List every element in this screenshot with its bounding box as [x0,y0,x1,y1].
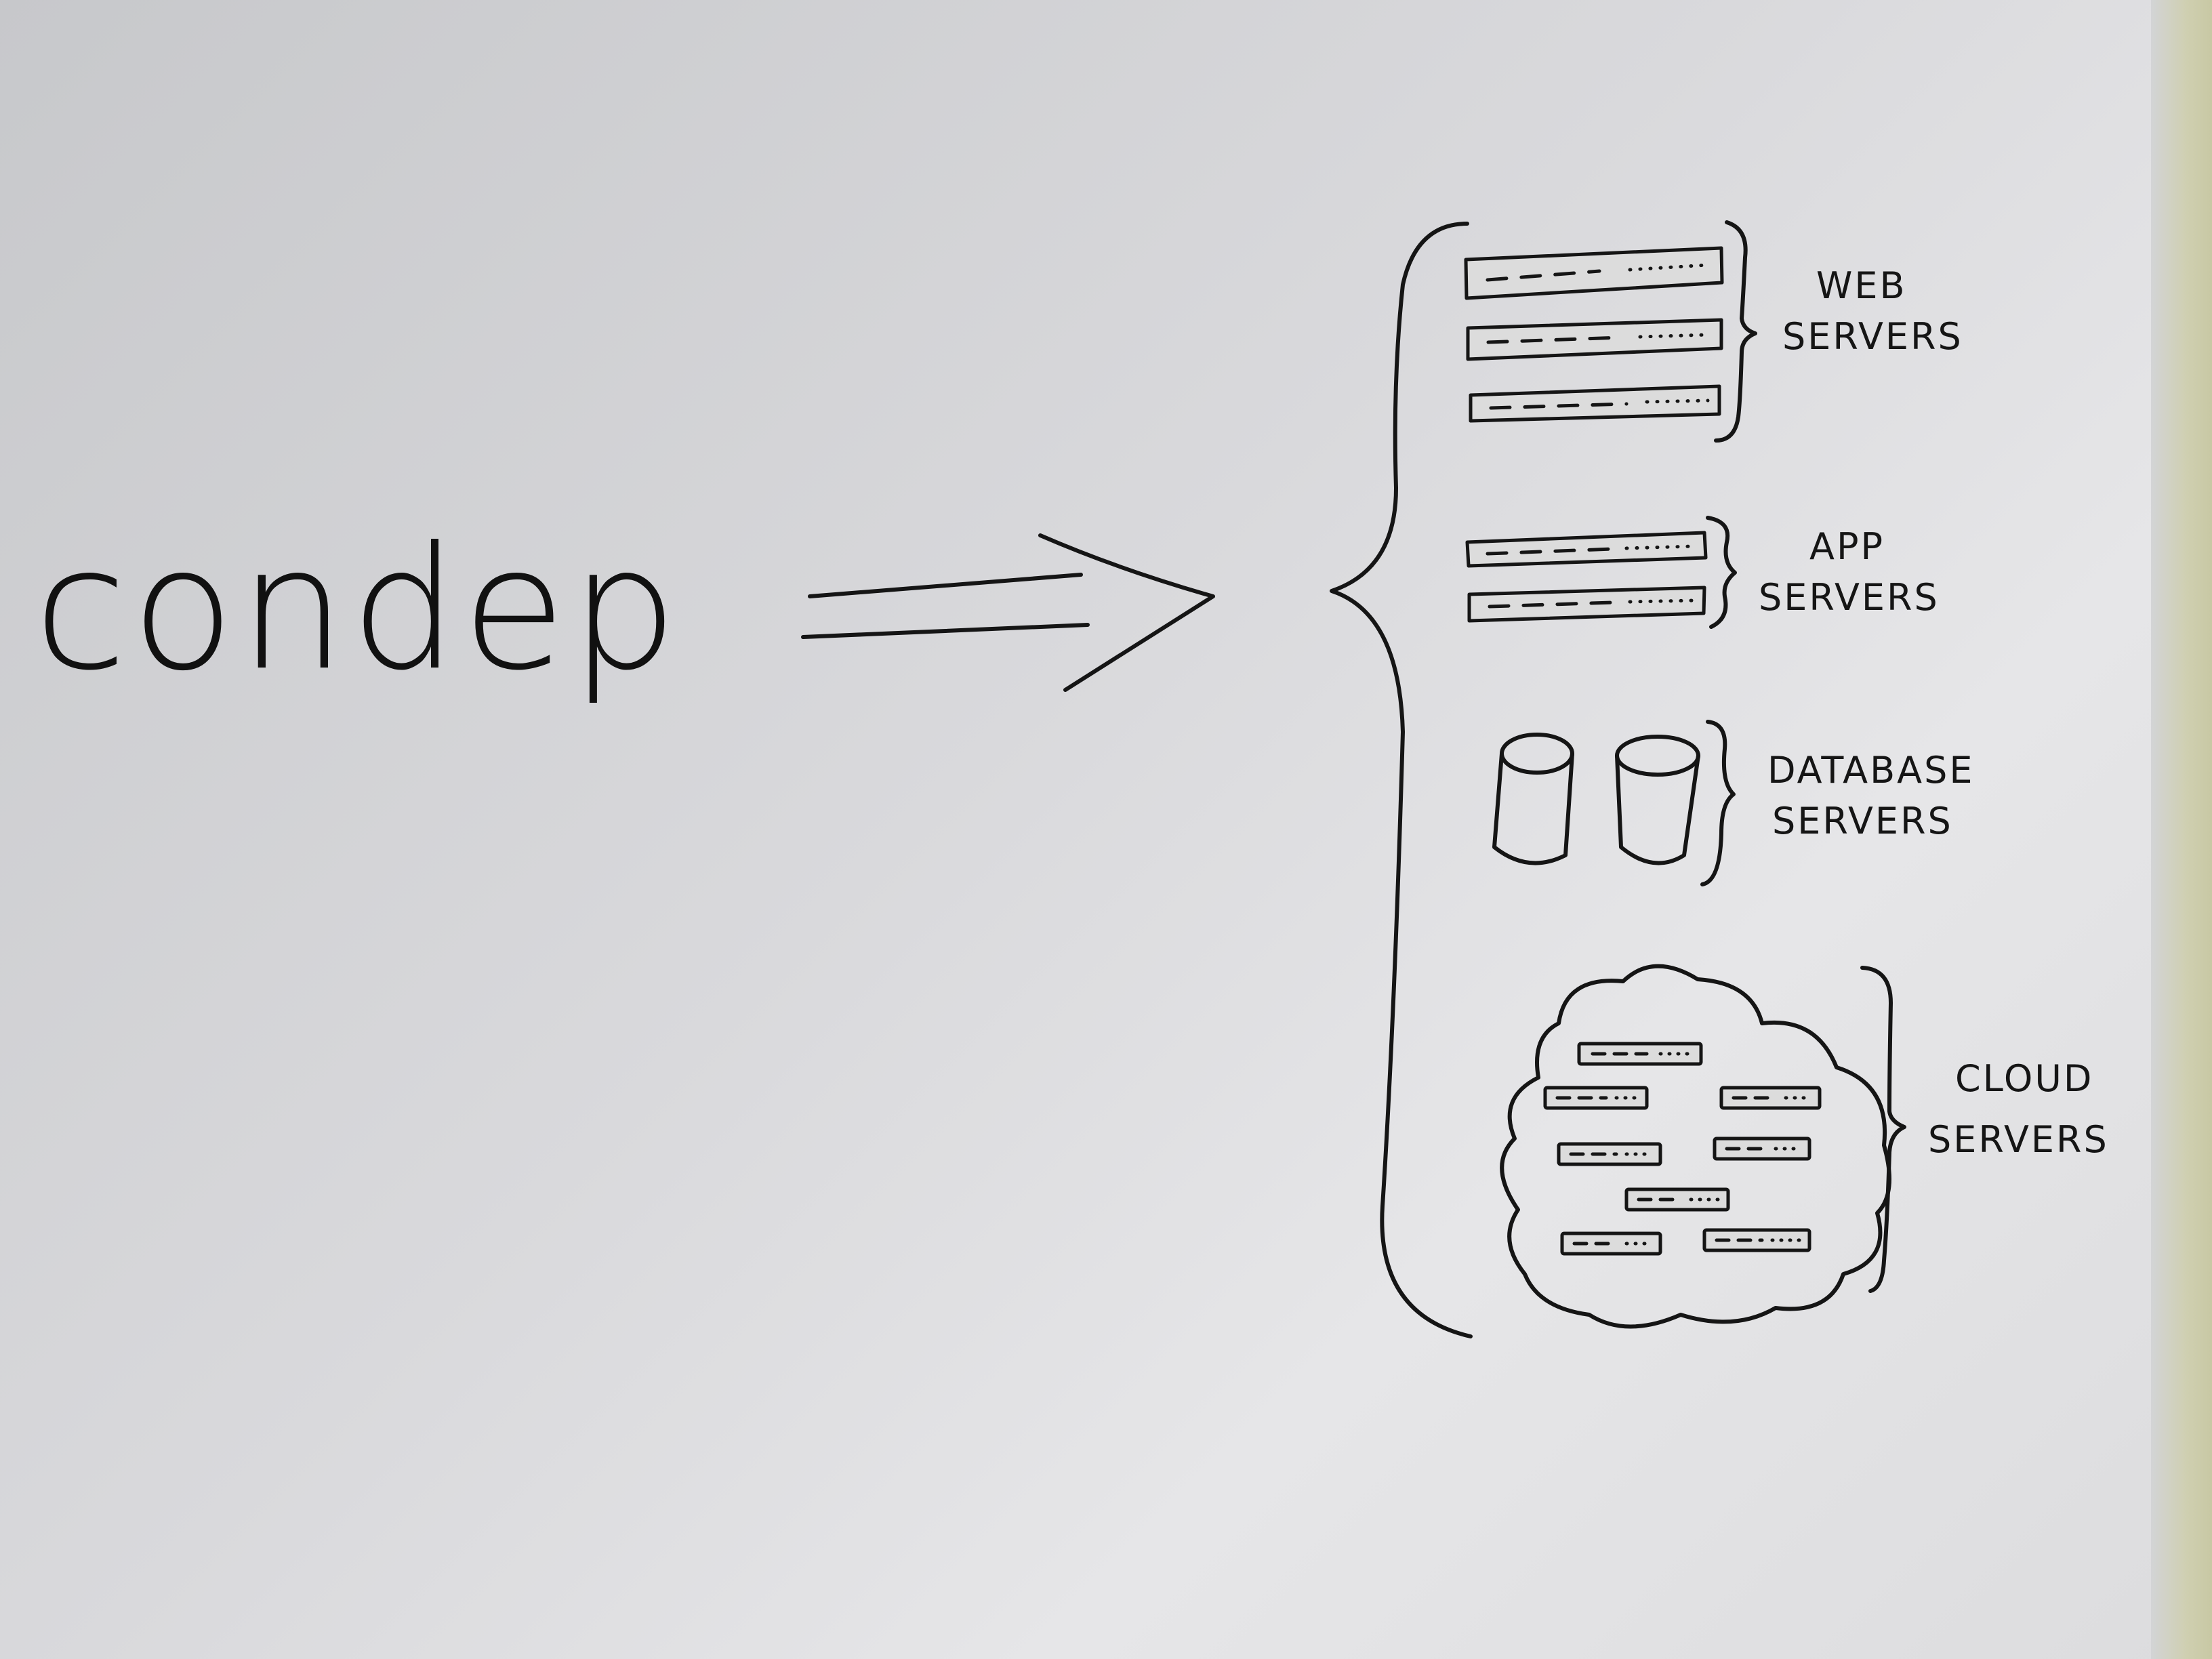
app-servers-brace-icon [1706,516,1737,629]
cloud-servers-label: CLOUD SERVERS [1928,1057,2109,1161]
web-server-1 [1464,246,1724,300]
paper-edge [2151,0,2212,1659]
cloud-server-3 [1719,1086,1822,1110]
database-servers-brace-icon [1700,720,1736,886]
cloud-server-4 [1557,1142,1662,1166]
database-cylinder-icon [1615,735,1700,865]
app-servers-label: APP SERVERS [1759,525,1940,619]
big-brace-icon [1330,222,1473,1338]
cloud-server-8 [1702,1228,1811,1252]
cloud-server-2 [1543,1086,1649,1110]
cloud-server-6 [1624,1187,1730,1212]
cloud-servers-group: CLOUD SERVERS [1500,964,2109,1329]
app-server-1 [1465,531,1708,568]
web-servers-brace-icon [1714,220,1757,443]
web-servers-label: WEB SERVERS [1782,264,1963,358]
cloud-server-7 [1560,1231,1662,1256]
cloud-server-1 [1577,1042,1703,1066]
condep-title: condep [34,510,682,708]
cloud-server-5 [1713,1136,1811,1161]
cloud-icon [1500,964,1891,1329]
database-cylinder-icon [1492,733,1574,865]
database-servers-label: DATABASE SERVERS [1767,749,1988,842]
double-arrow-icon [801,533,1215,692]
app-servers-group: APP SERVERS [1465,516,1940,629]
app-server-2 [1467,586,1706,623]
cloud-servers-brace-icon [1860,966,1906,1293]
web-server-3 [1469,384,1721,423]
database-servers-group: DATABASE SERVERS [1492,720,1988,886]
web-server-2 [1466,318,1723,361]
web-servers-group: WEB SERVERS [1464,220,1963,443]
